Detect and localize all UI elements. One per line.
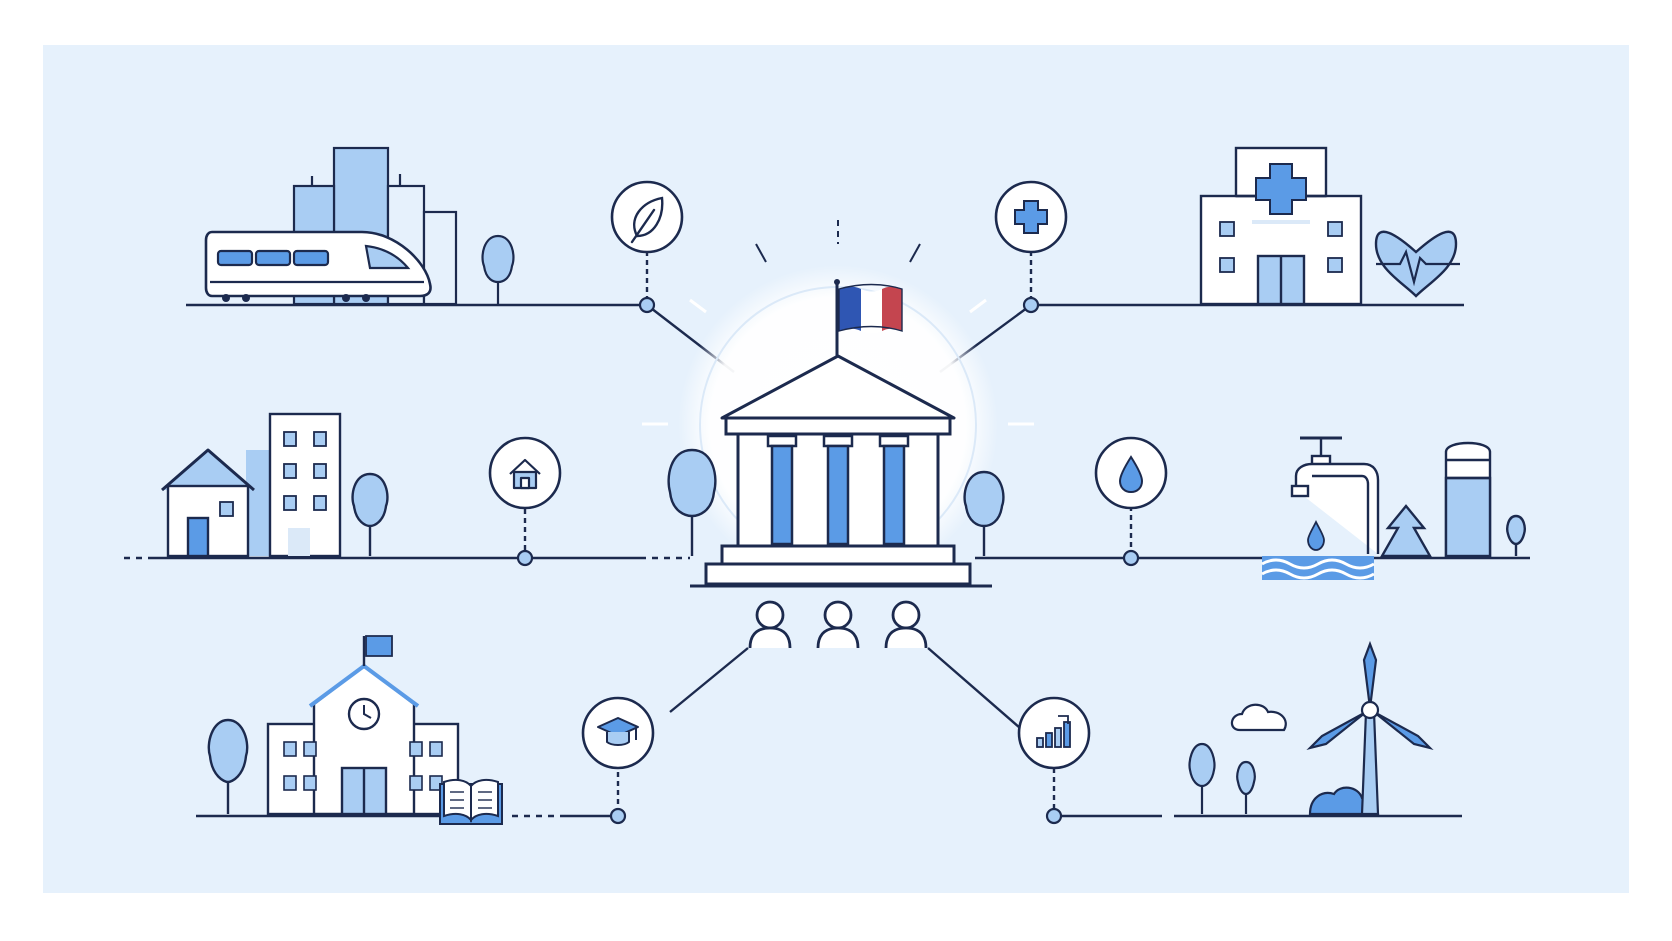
water-tap-icon — [1290, 436, 1380, 554]
junction-dot — [1045, 807, 1063, 825]
tree-icon — [1188, 742, 1216, 814]
water-waves — [1261, 556, 1375, 580]
wind-turbine-icon — [1306, 640, 1434, 816]
hospital-cross-icon — [1255, 163, 1307, 215]
clock-icon — [347, 697, 381, 731]
transport-scene — [204, 146, 515, 306]
apartment-building — [268, 412, 342, 558]
water-theme-badge — [1094, 436, 1168, 510]
halo-rays — [755, 220, 921, 263]
medical-cross-icon — [1014, 200, 1048, 234]
tree-icon — [481, 234, 515, 304]
bar-chart-icon — [1036, 715, 1071, 748]
connector-lines — [124, 251, 1530, 818]
person-icon — [816, 600, 860, 649]
junction-dot — [638, 296, 656, 314]
education-scene — [207, 635, 503, 825]
water-scene — [1261, 436, 1526, 580]
school-building — [266, 635, 460, 816]
tree-icon — [1236, 760, 1256, 814]
heart-rate-icon — [1374, 230, 1460, 298]
economy-theme-badge — [1017, 696, 1091, 770]
junction-dots — [516, 296, 1140, 825]
junction-dot — [609, 807, 627, 825]
housing-theme-badge — [488, 436, 562, 510]
housing-scene — [161, 412, 389, 558]
water-drop-icon — [1118, 455, 1144, 494]
water-tower — [1444, 441, 1492, 558]
health-theme-badge — [994, 180, 1068, 254]
education-theme-badge — [581, 696, 655, 770]
theme-icons — [488, 180, 1168, 770]
junction-dot — [516, 549, 534, 567]
tree-icon — [1506, 514, 1526, 556]
building-columns — [766, 434, 910, 546]
cloud-icon — [1230, 703, 1287, 732]
person-icon — [884, 600, 928, 649]
central-government-building — [642, 220, 1034, 588]
junction-dot — [1022, 296, 1040, 314]
graduation-cap-icon — [597, 717, 639, 746]
pine-tree-icon — [1379, 504, 1433, 558]
health-scene — [1199, 146, 1460, 306]
leaf-icon — [630, 196, 664, 244]
france-flag-icon — [834, 279, 903, 360]
tree-icon — [351, 472, 389, 556]
person-icon — [748, 600, 792, 649]
junction-dot — [1122, 549, 1140, 567]
citizens-group — [748, 600, 928, 649]
open-book-icon — [439, 778, 503, 825]
house-icon — [509, 458, 541, 490]
train-icon — [204, 230, 432, 302]
tree-icon — [667, 448, 717, 556]
environment-theme-badge — [610, 180, 684, 254]
tree-icon — [207, 718, 249, 814]
tree-icon — [963, 470, 1005, 556]
energy-scene — [1188, 640, 1434, 816]
house-building — [161, 448, 255, 558]
